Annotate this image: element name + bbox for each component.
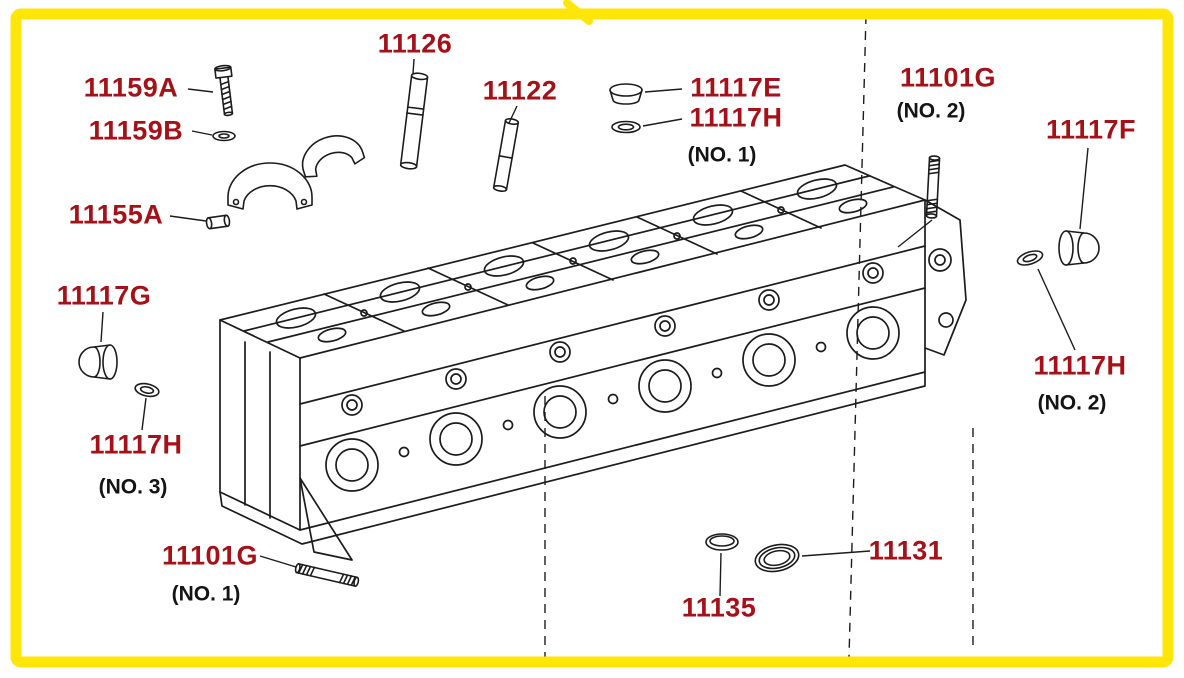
cup-plug-icon-left bbox=[78, 344, 118, 380]
part-note-no2: (NO. 2) bbox=[896, 99, 966, 123]
part-note-no1-left: (NO. 1) bbox=[171, 582, 241, 606]
stud-bolt-icon-no2 bbox=[925, 155, 941, 219]
gasket-ring-icon-no2 bbox=[1016, 250, 1044, 266]
part-number-11122: 11122 bbox=[482, 75, 558, 106]
part-number-11117G: 11117G bbox=[56, 280, 152, 311]
dowel-pin-icon bbox=[205, 214, 231, 230]
leader-lines bbox=[100, 58, 1089, 597]
part-note-no1: (NO. 1) bbox=[687, 143, 757, 167]
plug-icon bbox=[609, 83, 643, 105]
part-number-11117E: 11117E bbox=[690, 72, 782, 103]
bearing-cap-icon bbox=[227, 162, 313, 210]
part-note-no3: (NO. 3) bbox=[98, 475, 168, 499]
gasket-ring-icon-no1 bbox=[611, 120, 641, 134]
part-number-11159A: 11159A bbox=[83, 72, 179, 103]
part-number-11117H-no2: 11117H bbox=[1033, 350, 1127, 381]
cylinder-head-drawing bbox=[219, 164, 967, 561]
part-number-11117H-no3: 11117H bbox=[89, 429, 183, 460]
part-number-11135: 11135 bbox=[681, 592, 757, 623]
stud-bolt-icon-no1 bbox=[294, 563, 360, 587]
part-number-11101G-no2: 11101G bbox=[899, 62, 997, 93]
part-number-11101G-no1: 11101G bbox=[161, 540, 259, 571]
part-number-11126: 11126 bbox=[377, 28, 453, 59]
bolt-icon bbox=[214, 64, 234, 117]
bearing-cap-icon-2 bbox=[301, 135, 366, 178]
cup-plug-icon bbox=[1058, 230, 1100, 266]
section-dash-lines bbox=[544, 14, 974, 663]
valve-guide-icon-2 bbox=[492, 118, 520, 192]
part-number-11155A: 11155A bbox=[68, 199, 164, 230]
part-number-11159B: 11159B bbox=[88, 115, 184, 146]
part-note-no2-right: (NO. 2) bbox=[1037, 391, 1107, 415]
valve-guide-icon bbox=[399, 72, 429, 170]
part-number-11117H-no1: 11117H bbox=[689, 102, 783, 133]
highlight-frame bbox=[10, 0, 1174, 668]
gasket-ring-icon-no3 bbox=[134, 382, 160, 398]
seal-ring-icon bbox=[754, 543, 800, 573]
end-cap-icon bbox=[705, 533, 739, 551]
part-number-11117F: 11117F bbox=[1045, 114, 1137, 145]
washer-icon bbox=[212, 130, 236, 142]
part-number-11131: 11131 bbox=[868, 535, 944, 566]
